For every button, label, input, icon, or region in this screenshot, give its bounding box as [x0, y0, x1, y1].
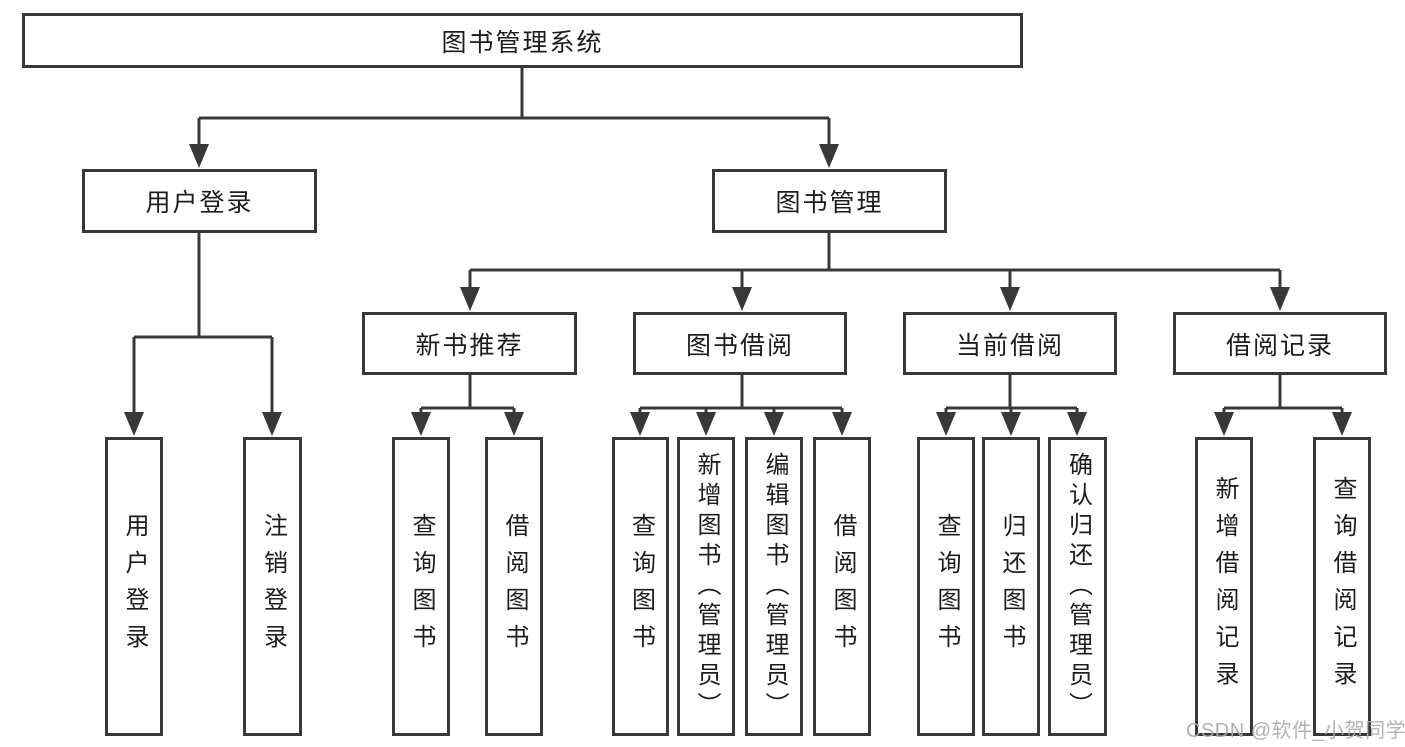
leaf-user-login: 用户登录	[105, 437, 163, 736]
leaf-label: 注销登录	[259, 512, 287, 661]
leaf-edit-book-admin: 编辑图书（管理员）	[745, 437, 803, 736]
leaf-label: 新增图书（管理员）	[693, 451, 720, 722]
connector-current-borrowing	[936, 375, 1087, 436]
leaf-label: 查询图书	[627, 512, 655, 661]
leaf-label: 借阅图书	[501, 512, 528, 661]
connector-new-book-recommend	[411, 375, 524, 436]
leaf-label: 归还图书	[998, 512, 1025, 661]
leaf-label: 查询图书	[408, 512, 435, 661]
leaf-label: 确认归还（管理员）	[1064, 451, 1092, 722]
node-book-borrowing: 图书借阅	[633, 312, 847, 375]
leaf-borrow-books-borrowing: 借阅图书	[813, 437, 871, 736]
leaf-query-borrow-record: 查询借阅记录	[1313, 437, 1371, 736]
leaf-add-book-admin: 新增图书（管理员）	[677, 437, 735, 736]
leaf-return-book: 归还图书	[982, 437, 1040, 736]
leaf-query-books-borrowing: 查询图书	[612, 437, 669, 736]
leaf-label: 用户登录	[121, 512, 148, 661]
connector-user-login	[124, 233, 282, 436]
connector-book-borrowing	[630, 375, 852, 436]
node-library-management-system: 图书管理系统	[22, 13, 1023, 68]
leaf-label: 编辑图书（管理员）	[761, 451, 788, 722]
watermark: CSDN @软件_小贺同学	[1186, 720, 1405, 742]
connector-borrow-records	[1214, 375, 1352, 436]
leaf-query-books-recommend: 查询图书	[392, 437, 450, 736]
node-current-borrowing: 当前借阅	[903, 312, 1117, 375]
node-borrow-records: 借阅记录	[1173, 312, 1387, 375]
leaf-logout: 注销登录	[243, 437, 302, 736]
leaf-label: 查询图书	[933, 512, 960, 661]
connector-book-management	[460, 233, 1290, 311]
node-new-book-recommend: 新书推荐	[362, 312, 577, 375]
leaf-label: 新增借阅记录	[1211, 475, 1238, 698]
leaf-label: 借阅图书	[829, 512, 856, 661]
leaf-add-borrow-record: 新增借阅记录	[1195, 437, 1253, 736]
connector-root	[189, 68, 839, 168]
leaf-query-books-current: 查询图书	[917, 437, 975, 736]
node-book-management: 图书管理	[712, 169, 947, 233]
leaf-confirm-return-admin: 确认归还（管理员）	[1048, 437, 1107, 736]
leaf-label: 查询借阅记录	[1329, 475, 1356, 698]
leaf-borrow-books-recommend: 借阅图书	[485, 437, 543, 736]
node-user-login: 用户登录	[82, 169, 317, 233]
